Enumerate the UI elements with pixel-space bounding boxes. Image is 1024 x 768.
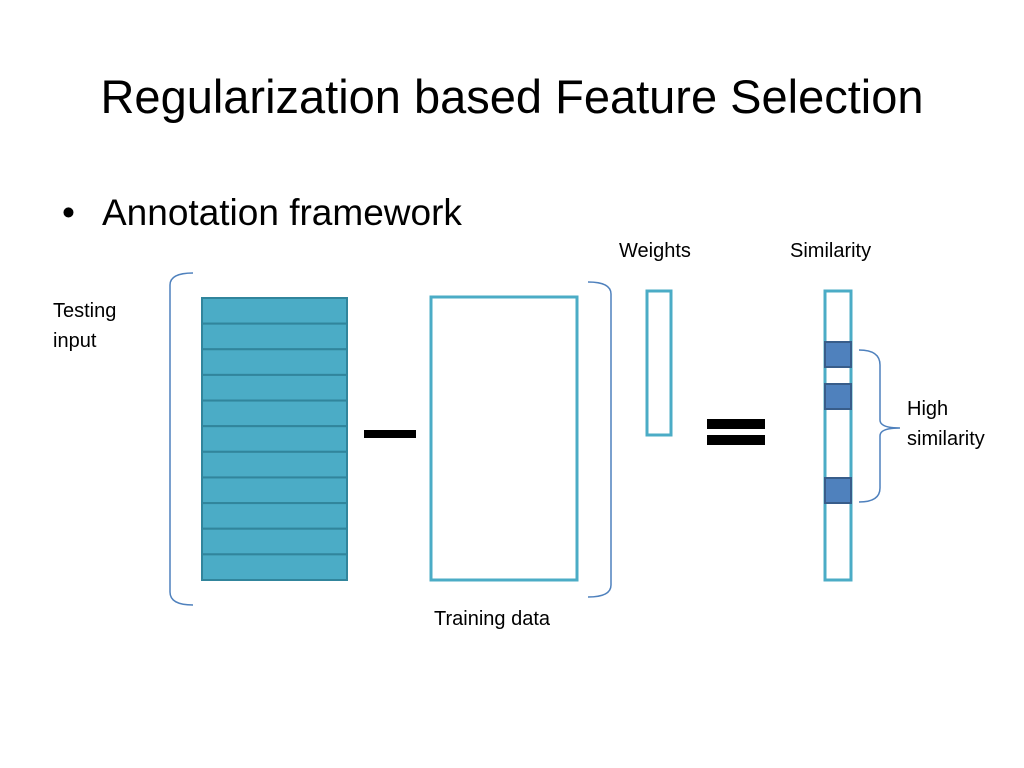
high-similarity-cell (824, 477, 852, 504)
high-similarity-brace (858, 349, 901, 503)
training-data-brace (587, 281, 612, 598)
training-data-matrix (429, 295, 579, 582)
testing-input-row (201, 399, 348, 428)
testing-input-row (201, 373, 348, 402)
bullet-text: Annotation framework (102, 192, 462, 233)
testing-input-brace (169, 272, 194, 606)
equals-operator (707, 419, 765, 445)
testing-input-row (201, 553, 348, 581)
testing-input-row (201, 322, 348, 351)
testing-input-matrix (201, 297, 348, 581)
high-similarity-cell (824, 383, 852, 410)
weights-label: Weights (619, 240, 691, 262)
bullet-item: • Annotation framework (62, 190, 462, 236)
high-similarity-label-line1: High (907, 398, 949, 420)
testing-input-row (201, 527, 348, 556)
minus-operator (364, 430, 416, 438)
testing-input-row (201, 502, 348, 530)
weights-vector (645, 289, 673, 437)
testing-input-row (201, 425, 348, 453)
similarity-vector (823, 289, 853, 582)
high-similarity-cell (824, 341, 852, 368)
testing-input-row (201, 297, 348, 325)
training-data-label: Training data (434, 608, 550, 630)
high-similarity-label: High similarity (907, 394, 985, 454)
testing-input-row (201, 450, 348, 479)
testing-input-row (201, 476, 348, 505)
testing-input-label: Testing input (53, 296, 116, 356)
testing-input-label-line1: Testing (53, 300, 117, 322)
testing-input-row (201, 348, 348, 376)
high-similarity-label-line2: similarity (907, 428, 985, 450)
similarity-label: Similarity (790, 240, 872, 262)
testing-input-label-line2: input (53, 330, 97, 352)
slide-title: Regularization based Feature Selection (100, 70, 924, 123)
bullet-dot-icon: • (62, 192, 75, 233)
high-similarity-cells (824, 341, 852, 504)
